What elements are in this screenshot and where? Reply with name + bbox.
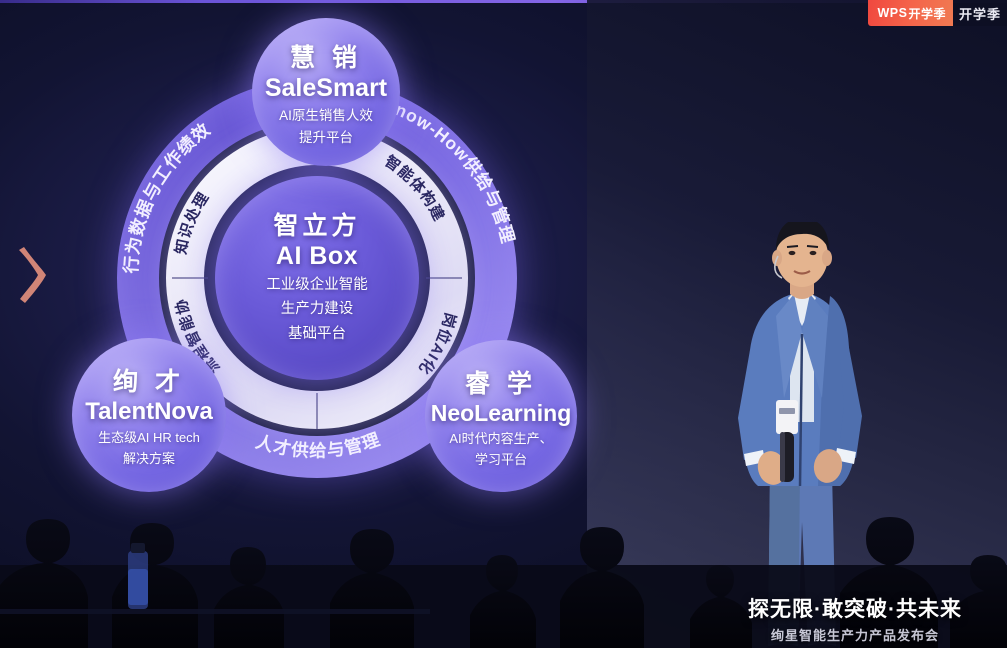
neolearning-desc-line-2: 学习平台 <box>474 451 527 467</box>
core-cn-title: 智立方 <box>273 211 361 240</box>
wps-badge: WPS 开学季 <box>868 0 953 26</box>
salesmart-desc-line-2: 提升平台 <box>299 129 353 145</box>
event-tagline-block: 探无限·敢突破·共未来 绚星智能生产力产品发布会 <box>715 597 995 644</box>
neolearning-en-title: NeoLearning <box>430 399 572 426</box>
ring-divider <box>172 277 208 279</box>
bubble-salesmart: 慧 销 SaleSmart AI原生销售人效 提升平台 <box>252 18 400 166</box>
core-desc-line-2: 生产力建设 <box>280 301 354 318</box>
ring-divider <box>316 393 318 429</box>
wps-brand-text: WPS <box>877 6 908 20</box>
talentnova-desc-line-1: 生态级AI HR tech <box>98 430 200 446</box>
chevron-right-icon <box>18 243 52 307</box>
bubble-neolearning: 睿 学 NeoLearning AI时代内容生产、 学习平台 <box>425 340 577 492</box>
wps-watermark-label: 开学季 <box>952 0 1007 26</box>
core-desc-line-3: 基础平台 <box>288 325 346 342</box>
ai-box-capability-diagram: 行为数据与工作绩效 Know-How供给与管理 人才供给与管理 知识处理 智能体… <box>62 10 622 510</box>
core-en-title: AI Box <box>275 241 359 270</box>
talentnova-desc-line-2: 解决方案 <box>122 451 175 466</box>
event-subtitle: 绚星智能生产力产品发布会 <box>770 628 939 643</box>
talentnova-cn-title: 绚 才 <box>113 368 185 397</box>
neolearning-desc-line-1: AI时代内容生产、 <box>449 430 553 446</box>
salesmart-desc-line-1: AI原生销售人效 <box>279 107 373 123</box>
speaker-presenter <box>710 218 885 648</box>
ring-divider <box>426 277 462 279</box>
core-desc-line-1: 工业级企业智能 <box>266 276 368 293</box>
wps-watermark: WPS 开学季 开学季 <box>868 0 1007 26</box>
event-tagline: 探无限·敢突破·共未来 <box>748 597 962 621</box>
salesmart-en-title: SaleSmart <box>264 73 388 102</box>
screen-top-edge-light <box>0 0 1007 3</box>
wps-badge-text: 开学季 <box>908 6 946 21</box>
bubble-talentnova: 绚 才 TalentNova 生态级AI HR tech 解决方案 <box>72 338 226 492</box>
core-bubble-ai-box: 智立方 AI Box 工业级企业智能 生产力建设 基础平台 <box>215 176 419 380</box>
salesmart-cn-title: 慧 销 <box>290 43 362 72</box>
talentnova-en-title: TalentNova <box>85 398 213 426</box>
neolearning-cn-title: 睿 学 <box>465 369 537 398</box>
